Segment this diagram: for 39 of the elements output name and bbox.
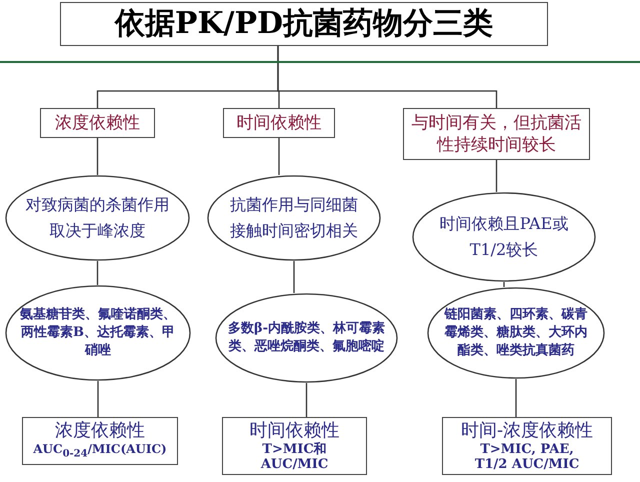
category-label: 与时间有关，但抗菌活性持续时间较长 [410,112,582,156]
connector-line [503,282,505,287]
result-box [442,417,612,475]
connector-line [278,138,280,175]
box-heading: 时间依赖性 [250,420,340,442]
ellipse-text: 多数β-内酰胺类、林可霉素类、恶唑烷酮类、氟胞嘧啶 [227,320,386,356]
ellipse-node [5,175,190,261]
connector-line [97,381,99,417]
box-heading: 浓度依赖性 [55,420,145,442]
ellipse-text: 对致病菌的杀菌作用取决于峰浓度 [24,194,170,242]
category-label: 浓度依赖性 [55,112,140,134]
result-box [22,417,178,465]
connector-line [306,383,308,417]
ellipse-node [215,293,398,383]
ellipse-node [412,192,596,282]
connector-line [515,379,517,417]
ellipse-node [427,287,605,379]
formula-text: T>MIC, PAE, T1/2 AUC/MIC [474,442,580,472]
connector-line [293,261,295,293]
ellipse-text: 抗菌作用与同细菌接触时间密切相关 [229,194,359,242]
connector-line [96,138,98,175]
result-box [222,417,367,475]
connector-line [277,46,498,108]
box-heading: 时间-浓度依赖性 [460,420,594,442]
ellipse-node [207,175,381,261]
category-box [223,108,335,138]
formula-text: AUC$_{0-24}$/MIC(AUIC) [33,442,167,462]
ellipse-text: 氨基糖苷类、氟喹诺酮类、两性霉素B、达托霉素、甲硝唑 [19,306,177,360]
formula-text: T>MIC和AUC/MIC [260,442,330,472]
category-box [40,108,155,138]
category-label: 时间依赖性 [236,112,322,134]
connector-line [496,160,498,192]
ellipse-text: 链阳菌素、四环素、碳青霉烯类、糖肽类、大环内酯类、唑类抗真菌药 [443,306,588,360]
title-box [60,2,548,46]
title-text: 依据PK/PD抗菌药物分三类 [114,6,494,42]
connector-line [96,261,98,285]
ellipse-text: 时间依赖且PAE或T1/2较长 [438,213,570,261]
category-box [403,108,590,160]
ellipse-node [5,285,191,381]
